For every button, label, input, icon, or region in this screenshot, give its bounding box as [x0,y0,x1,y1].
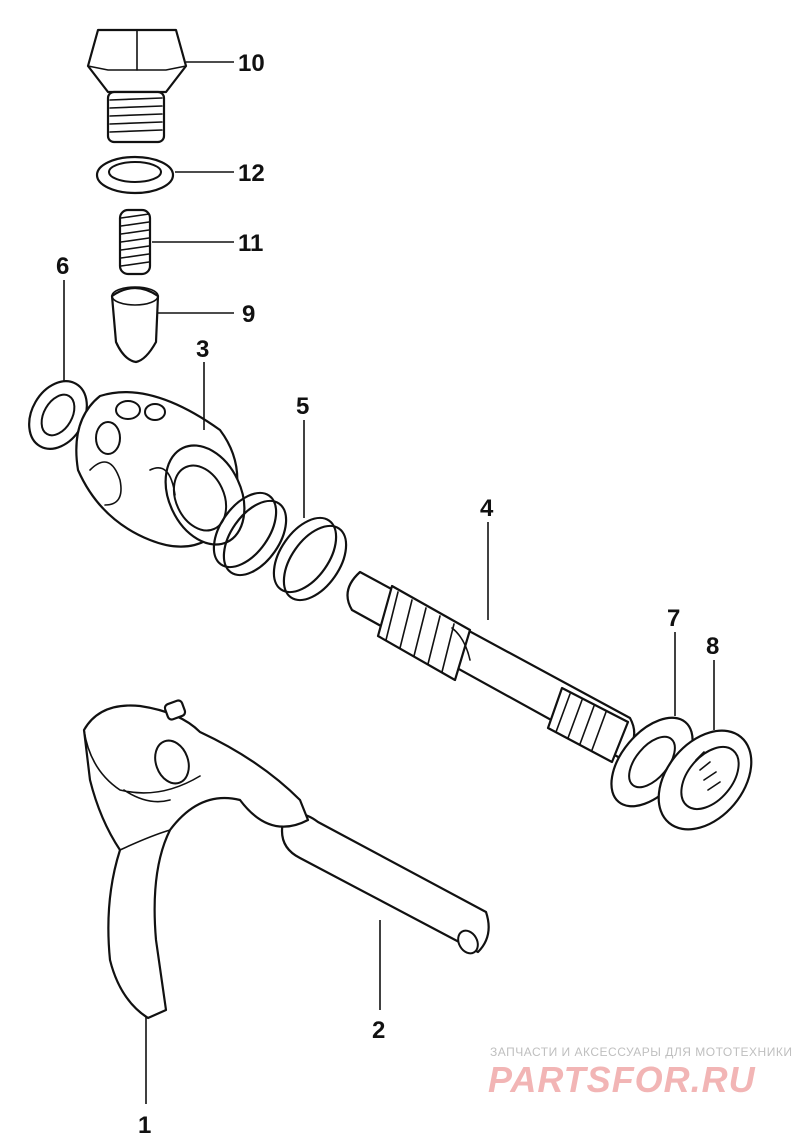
watermark-tagline: ЗАПЧАСТИ И АКСЕССУАРЫ ДЛЯ МОТОТЕХНИКИ [490,1045,792,1059]
part-9-plunger [110,286,160,364]
callout-2: 2 [372,1017,385,1044]
callout-4: 4 [480,495,494,522]
callout-10: 10 [238,50,265,77]
callout-9: 9 [242,301,255,328]
part-12-washer [95,155,175,195]
part-2-fork-shaft [280,812,490,955]
part-4-shaft [346,570,636,764]
callout-1: 1 [138,1112,151,1139]
watermark: ЗАПЧАСТИ И АКСЕССУАРЫ ДЛЯ МОТОТЕХНИКИ PA… [488,1045,792,1100]
callout-3: 3 [196,336,209,363]
callout-8: 8 [706,633,719,660]
watermark-logo: PARTSFOR.RU [488,1059,756,1100]
part-8-nut [657,729,753,831]
part-5-springs [212,491,348,602]
callout-12: 12 [238,160,265,187]
part-11-spring [118,208,152,276]
callout-6: 6 [56,253,69,280]
part-3-shift-drum [75,391,246,548]
part-1-shift-fork [82,699,310,1020]
callout-5: 5 [296,393,309,420]
leader-lines [63,61,715,1104]
callout-labels: 10 12 11 9 6 3 5 4 7 8 2 1 [56,50,719,1139]
callout-11: 11 [238,230,263,257]
part-10-bolt [86,28,188,144]
callout-7: 7 [667,605,680,632]
